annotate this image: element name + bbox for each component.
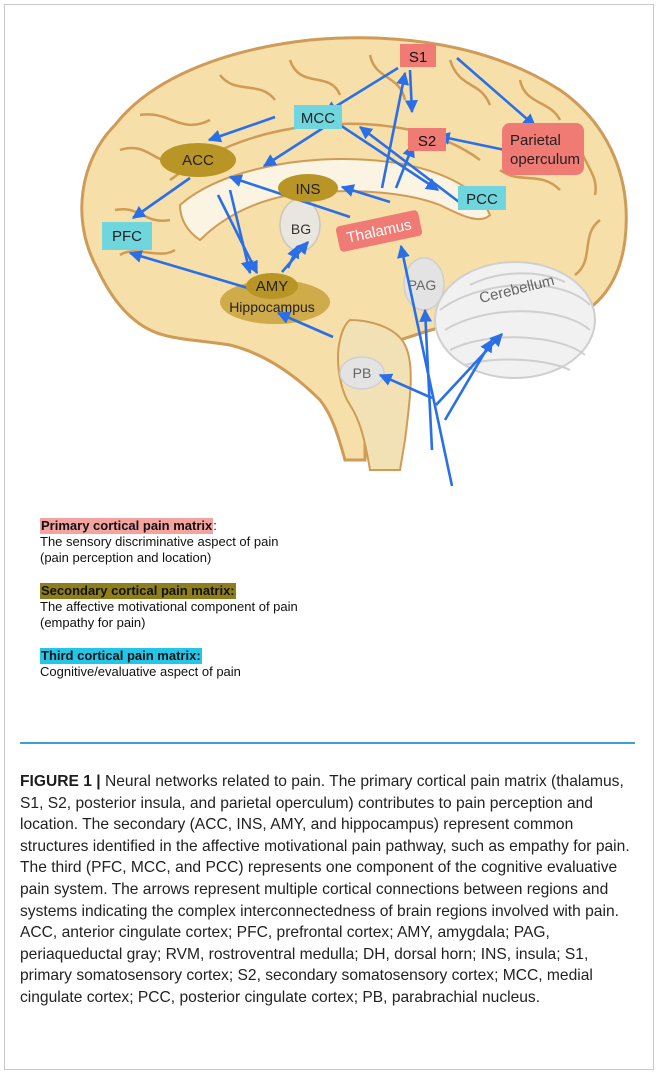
legend-primary-line2: (pain perception and location) <box>40 550 440 566</box>
legend-secondary-title: Secondary cortical pain matrix: <box>40 583 236 599</box>
mcc-label: MCC <box>301 110 335 127</box>
figure-caption: FIGURE 1 | Neural networks related to pa… <box>20 771 632 1009</box>
hippocampus-label: Hippocampus <box>229 299 315 315</box>
amy-label: AMY <box>256 278 289 295</box>
pb-label: PB <box>353 365 372 381</box>
acc-label: ACC <box>182 152 214 169</box>
legend-third: Third cortical pain matrix: Cognitive/ev… <box>40 648 440 680</box>
caption-divider <box>20 742 635 744</box>
pag-label: PAG <box>408 277 437 293</box>
caption-text: Neural networks related to pain. The pri… <box>20 773 630 1006</box>
legend-third-title: Third cortical pain matrix: <box>40 648 202 664</box>
legend-primary: Primary cortical pain matrix: The sensor… <box>40 518 440 566</box>
ins-label: INS <box>295 181 320 198</box>
legend-primary-colon: : <box>213 518 217 533</box>
pfc-label: PFC <box>112 228 142 245</box>
parietal-label-1: Parietal <box>510 132 561 149</box>
legend-third-line1: Cognitive/evaluative aspect of pain <box>40 664 440 680</box>
s2-label: S2 <box>418 133 436 150</box>
legend-primary-line1: The sensory discriminative aspect of pai… <box>40 534 440 550</box>
caption-label: FIGURE 1 | <box>20 773 101 790</box>
legend-secondary-line2: (empathy for pain) <box>40 615 440 631</box>
legend-primary-title: Primary cortical pain matrix <box>40 518 213 534</box>
parietal-label-2: operculum <box>510 151 580 168</box>
pcc-label: PCC <box>466 191 498 208</box>
legend-secondary-line1: The affective motivational component of … <box>40 599 440 615</box>
legend-secondary: Secondary cortical pain matrix: The affe… <box>40 583 440 631</box>
bg-label: BG <box>291 221 311 237</box>
cerebellum <box>435 262 595 378</box>
brain-diagram: S1 S2 Parietal operculum MCC ACC INS PCC… <box>20 20 632 490</box>
s1-label: S1 <box>409 49 427 66</box>
